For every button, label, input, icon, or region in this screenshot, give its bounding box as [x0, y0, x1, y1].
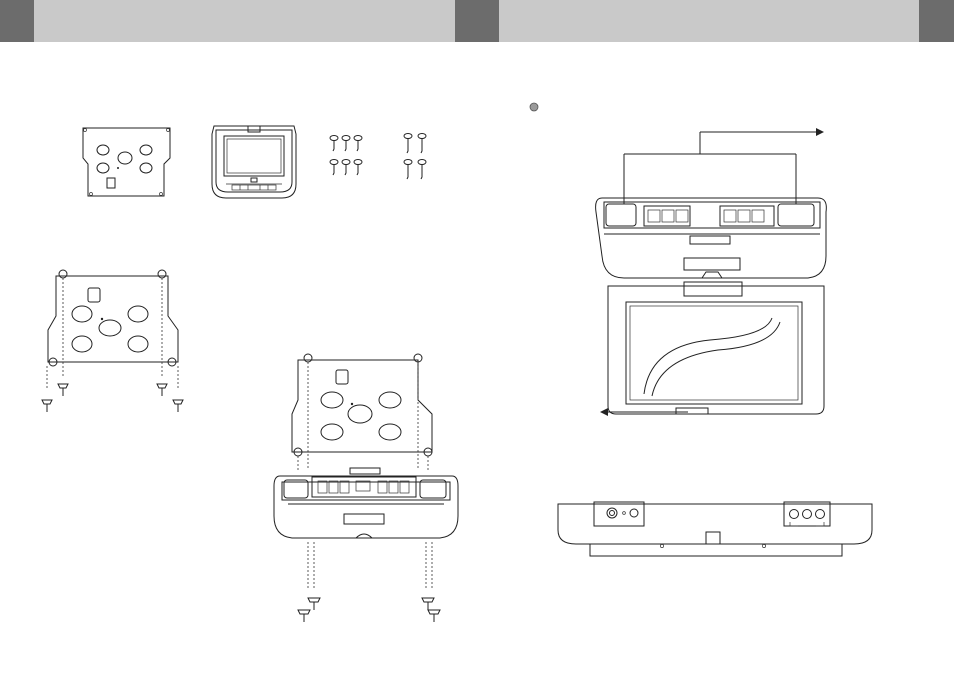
- long-screws-figure: [400, 131, 434, 187]
- mounting-plate-figure: [78, 124, 178, 204]
- left-header-tab-right: [455, 0, 499, 42]
- right-header-bar: [499, 0, 919, 42]
- bullet-dot-icon: [529, 102, 539, 112]
- monitor-unit-front-figure: [208, 122, 300, 204]
- plate-over-unit-assembly-figure: [270, 348, 466, 624]
- unit-side-panel-figure: [554, 500, 876, 564]
- right-header-tab-right: [919, 0, 954, 42]
- left-header-tab-left: [0, 0, 34, 42]
- unit-open-screen-figure: [590, 124, 830, 428]
- short-screws-figure: [326, 131, 372, 183]
- plate-with-screws-figure: [36, 266, 188, 420]
- left-header-bar: [34, 0, 455, 42]
